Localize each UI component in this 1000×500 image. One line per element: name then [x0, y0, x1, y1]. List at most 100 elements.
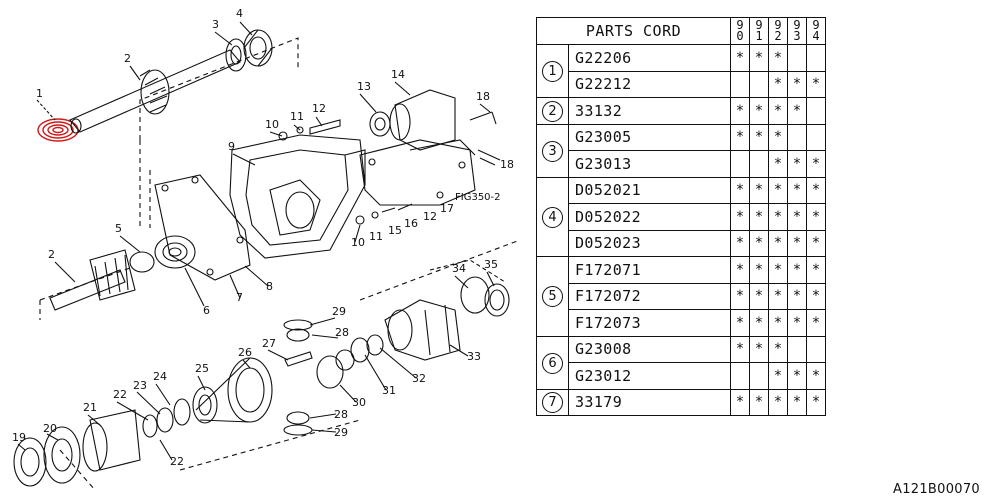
- parts-illustration: 1234526789101112131418181011151612173435…: [12, 7, 521, 491]
- part-20-retainer: [43, 426, 81, 484]
- year-empty-cell: [730, 70, 750, 98]
- part-number-label: 9: [228, 140, 235, 153]
- figure-reference: FIG350-2: [455, 192, 501, 203]
- year-applicable-mark: *: [730, 97, 750, 125]
- year-applicable-mark: *: [787, 388, 807, 416]
- part-number-label: 15: [388, 224, 402, 237]
- part-number-label: 31: [382, 384, 396, 397]
- part-number-label: 2: [124, 52, 131, 65]
- year-empty-cell: [749, 362, 769, 390]
- part-1-spring: [37, 118, 79, 142]
- part-27-pinion-shaft: [284, 351, 313, 367]
- part-10-16-bolts-lower: [355, 203, 413, 225]
- part-number-label: 29: [334, 426, 348, 439]
- part-number-label: 34: [452, 262, 466, 275]
- group-number-badge: 7: [542, 392, 563, 414]
- part-number-label: 6: [203, 304, 210, 317]
- part-number-label: 20: [43, 422, 57, 435]
- part-number-label: 17: [440, 202, 454, 215]
- year-applicable-mark: *: [787, 97, 807, 125]
- year-applicable-mark: *: [730, 229, 750, 257]
- year-applicable-mark: *: [749, 123, 769, 151]
- year-applicable-mark: *: [787, 70, 807, 98]
- year-applicable-mark: *: [730, 256, 750, 284]
- part-number-label: 21: [83, 401, 97, 414]
- group-number-badge: 5: [542, 286, 563, 308]
- part-number-label: 35: [484, 258, 498, 271]
- year-applicable-mark: *: [730, 123, 750, 151]
- year-empty-cell: [787, 44, 807, 72]
- year-applicable-mark: *: [768, 70, 788, 98]
- part-number-label: 1: [36, 87, 43, 100]
- part-13-seal: [369, 111, 391, 137]
- group-number-badge: 3: [542, 140, 563, 162]
- part-code-cell: F172072: [568, 282, 731, 310]
- year-label: 90: [736, 18, 744, 43]
- part-code-cell: D052023: [568, 229, 731, 257]
- table-row: G23012***: [537, 362, 826, 390]
- part-28-29-side-gears: [283, 319, 313, 436]
- group-number-badge: 2: [542, 100, 563, 122]
- year-applicable-mark: *: [768, 203, 788, 231]
- part-3-bearing: [225, 38, 247, 72]
- year-applicable-mark: *: [730, 203, 750, 231]
- part-code-cell: G23008: [568, 335, 731, 363]
- year-label: 92: [774, 18, 782, 43]
- year-applicable-mark: *: [806, 362, 826, 390]
- table-row: F172072*****: [537, 282, 826, 310]
- year-applicable-mark: *: [768, 282, 788, 310]
- group-number-badge: 1: [542, 61, 563, 82]
- part-code-cell: D052021: [568, 176, 731, 204]
- year-header: 91: [749, 17, 769, 45]
- part-code-cell: F172071: [568, 256, 731, 284]
- part-2-lower-pinion: [49, 249, 136, 311]
- year-applicable-mark: *: [768, 97, 788, 125]
- year-empty-cell: [730, 150, 750, 178]
- part-24-22-shims: [142, 398, 191, 438]
- parts-code-header: PARTS CORD: [536, 17, 731, 45]
- part-number-label: 22: [113, 388, 127, 401]
- year-applicable-mark: *: [749, 176, 769, 204]
- part-number-label: 18: [500, 158, 514, 171]
- table-header-row: PARTS CORD 90 91 92 93 94: [536, 17, 826, 45]
- part-17-housing: [359, 139, 476, 206]
- part-code-cell: G23013: [568, 150, 731, 178]
- dashed-guide-bottom: [59, 239, 521, 491]
- part-33-diff-case: [384, 299, 461, 361]
- year-applicable-mark: *: [806, 229, 826, 257]
- year-applicable-mark: *: [768, 335, 788, 363]
- year-applicable-mark: *: [806, 388, 826, 416]
- group-number-cell: 1: [536, 44, 569, 98]
- part-number-label: 26: [238, 346, 252, 359]
- year-label: 94: [812, 18, 820, 43]
- year-applicable-mark: *: [749, 44, 769, 72]
- year-applicable-mark: *: [749, 309, 769, 337]
- part-number-label: 4: [236, 7, 243, 20]
- part-number-label: 10: [351, 236, 365, 249]
- part-number-label: 14: [391, 68, 405, 81]
- year-applicable-mark: *: [787, 309, 807, 337]
- year-applicable-mark: *: [749, 256, 769, 284]
- year-label: 93: [793, 18, 801, 43]
- year-applicable-mark: *: [768, 176, 788, 204]
- year-header: 92: [768, 17, 788, 45]
- year-header: 93: [787, 17, 807, 45]
- year-applicable-mark: *: [768, 256, 788, 284]
- part-number-label: 8: [266, 280, 273, 293]
- year-applicable-mark: *: [768, 44, 788, 72]
- table-row: G22212***: [537, 70, 826, 98]
- part-5-shim: [129, 251, 155, 273]
- group-number-cell: 7: [536, 388, 569, 416]
- part-gasket-plate: [154, 174, 251, 281]
- year-applicable-mark: *: [749, 282, 769, 310]
- year-header: 94: [806, 17, 826, 45]
- year-empty-cell: [787, 123, 807, 151]
- year-applicable-mark: *: [730, 309, 750, 337]
- year-applicable-mark: *: [749, 203, 769, 231]
- year-applicable-mark: *: [768, 150, 788, 178]
- year-applicable-mark: *: [749, 335, 769, 363]
